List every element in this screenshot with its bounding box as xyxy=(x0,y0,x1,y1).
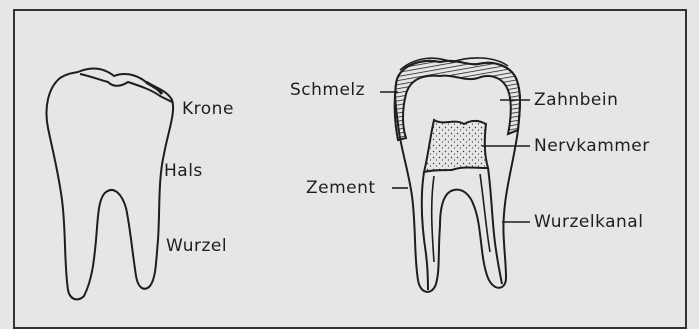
label-hals: Hals xyxy=(164,161,203,181)
label-zement: Zement xyxy=(306,178,376,198)
label-nervkammer: Nervkammer xyxy=(534,136,650,156)
right-tooth xyxy=(395,58,520,292)
right-tooth-outline xyxy=(395,61,520,292)
label-schmelz: Schmelz xyxy=(290,80,365,100)
left-tooth xyxy=(47,69,174,300)
root-canal-left xyxy=(422,172,428,290)
root-canal-right xyxy=(488,168,502,284)
left-tooth-outline xyxy=(47,69,174,300)
diagram-frame xyxy=(14,10,686,328)
label-wurzelkanal: Wurzelkanal xyxy=(534,212,643,232)
label-wurzel: Wurzel xyxy=(166,236,227,256)
label-krone: Krone xyxy=(182,99,234,119)
label-zahnbein: Zahnbein xyxy=(534,90,618,110)
pulp-chamber xyxy=(424,120,488,172)
